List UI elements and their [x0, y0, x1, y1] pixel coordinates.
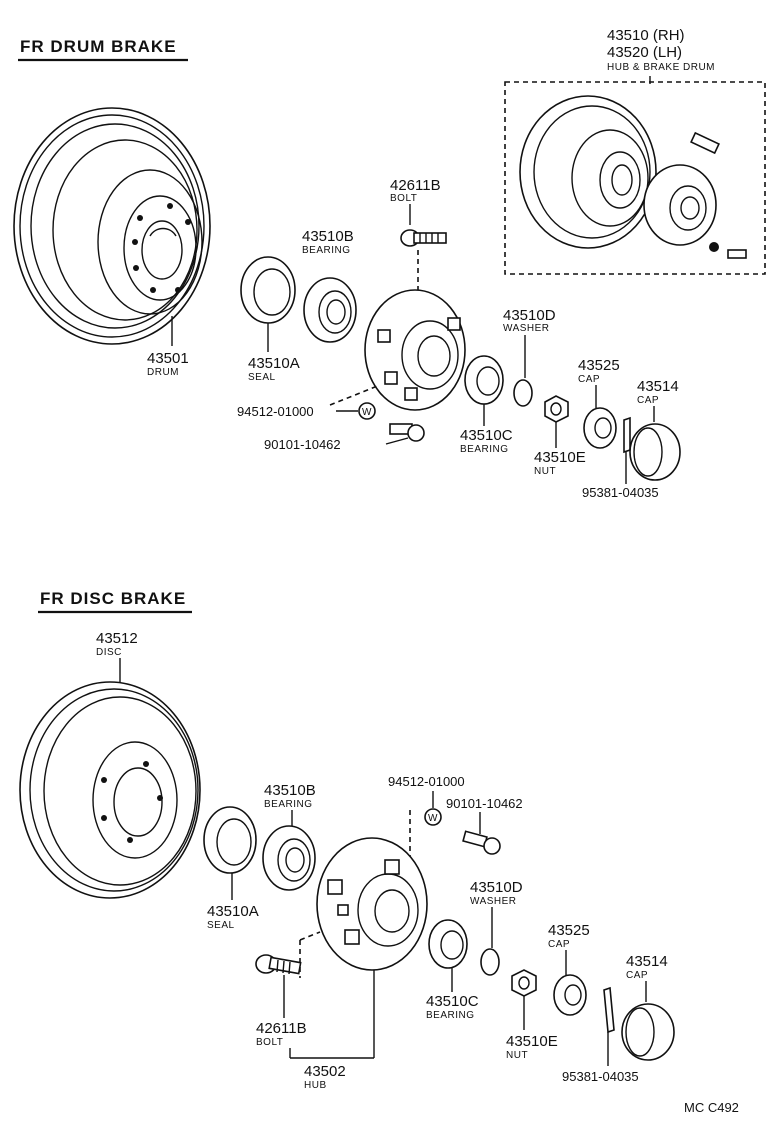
- disc-cap-lock-illustration: [553, 974, 587, 1016]
- disc-washer-illustration: [480, 948, 500, 976]
- disc-bolt-small-part-number: 90101-10462: [446, 796, 523, 811]
- disc-bearing-inner-part-desc: BEARING: [426, 1010, 475, 1021]
- pin-illustration: [623, 416, 631, 454]
- disc-bolt-part-number: 42611B: [256, 1020, 307, 1037]
- cap-lock-part-desc: CAP: [578, 374, 600, 385]
- disc-washer-part-desc: WASHER: [470, 896, 517, 907]
- nut-illustration: [544, 395, 569, 423]
- disc-pin-illustration: [603, 986, 615, 1034]
- disc-section: FR DISC BRAKE 43512 DISC 43510B BEARING: [19, 589, 675, 1091]
- seal-part-number: 43510A: [248, 355, 300, 372]
- disc-hub-part-desc: HUB: [304, 1080, 327, 1091]
- disc-bolt-part-desc: BOLT: [256, 1037, 283, 1048]
- inset-part-rh: 43510 (RH): [607, 27, 685, 44]
- disc-cap-part-desc: CAP: [626, 970, 648, 981]
- bearing-inner-illustration: [464, 355, 504, 405]
- bolt-part-desc: BOLT: [390, 193, 417, 204]
- nut-part-desc: NUT: [534, 466, 556, 477]
- disc-nut-part-number: 43510E: [506, 1033, 558, 1050]
- seal-part-desc: SEAL: [248, 372, 276, 383]
- inset-desc: HUB & BRAKE DRUM: [607, 62, 715, 73]
- cap-part-desc: CAP: [637, 395, 659, 406]
- drum-part-number: 43501: [147, 350, 189, 367]
- seal-illustration: [240, 256, 296, 324]
- bolt-illustration: [400, 229, 447, 247]
- cap-illustration: [629, 423, 681, 481]
- drum-section-title: FR DRUM BRAKE: [20, 37, 177, 56]
- washer-illustration: [513, 379, 533, 407]
- disc-bearing-outer-part-desc: BEARING: [264, 799, 313, 810]
- hub-illustration: [364, 289, 466, 411]
- drum-illustration: [13, 107, 211, 346]
- cap-lock-illustration: [583, 407, 617, 449]
- washer-w-symbol: W: [362, 407, 372, 418]
- washer-w-part-number: 94512-01000: [237, 404, 314, 419]
- disc-section-title: FR DISC BRAKE: [40, 589, 186, 608]
- disc-washer-part-number: 43510D: [470, 879, 523, 896]
- bearing-outer-illustration: [303, 277, 357, 343]
- disc-washer-w-symbol: W: [428, 813, 438, 824]
- disc-bearing-inner-illustration: [428, 919, 468, 969]
- inset-part-lh: 43520 (LH): [607, 44, 682, 61]
- disc-part-number: 43512: [96, 630, 138, 647]
- bearing-inner-part-number: 43510C: [460, 427, 513, 444]
- bolt-small-part-number: 90101-10462: [264, 437, 341, 452]
- disc-bolt-small-illustration: [462, 830, 501, 855]
- drum-section: FR DRUM BRAKE 43501 DRUM 43510 (RH) 4352…: [13, 27, 766, 500]
- bolt-small-illustration: [389, 423, 425, 442]
- disc-washer-w-illustration: [424, 808, 442, 826]
- disc-cap-part-number: 43514: [626, 953, 668, 970]
- disc-seal-part-number: 43510A: [207, 903, 259, 920]
- disc-bearing-outer-illustration: [262, 825, 316, 891]
- disc-pin-part-number: 95381-04035: [562, 1069, 639, 1084]
- cap-part-number: 43514: [637, 378, 679, 395]
- disc-bearing-inner-part-number: 43510C: [426, 993, 479, 1010]
- disc-cap-lock-part-desc: CAP: [548, 939, 570, 950]
- inset-frame: [504, 81, 766, 275]
- inset-hub-drum-illustration: [519, 95, 747, 259]
- disc-bolt-illustration: [255, 954, 302, 975]
- drum-part-desc: DRUM: [147, 367, 179, 378]
- diagram-reference: MC C492: [684, 1100, 739, 1115]
- washer-part-desc: WASHER: [503, 323, 550, 334]
- disc-nut-illustration: [511, 969, 537, 997]
- washer-w-illustration: [358, 402, 376, 420]
- disc-seal-illustration: [203, 806, 257, 874]
- bearing-inner-part-desc: BEARING: [460, 444, 509, 455]
- disc-illustration: [19, 681, 201, 899]
- disc-nut-part-desc: NUT: [506, 1050, 528, 1061]
- disc-washer-w-part-number: 94512-01000: [388, 774, 465, 789]
- disc-seal-part-desc: SEAL: [207, 920, 235, 931]
- bolt-part-number: 42611B: [390, 177, 441, 194]
- disc-hub-illustration: [316, 837, 428, 971]
- bearing-outer-part-desc: BEARING: [302, 245, 351, 256]
- bearing-outer-part-number: 43510B: [302, 228, 354, 245]
- washer-part-number: 43510D: [503, 307, 556, 324]
- nut-part-number: 43510E: [534, 449, 586, 466]
- disc-part-desc: DISC: [96, 647, 122, 658]
- disc-hub-part-number: 43502: [304, 1063, 346, 1080]
- cap-lock-part-number: 43525: [578, 357, 620, 374]
- disc-bearing-outer-part-number: 43510B: [264, 782, 316, 799]
- disc-cap-illustration: [621, 1003, 675, 1061]
- disc-cap-lock-part-number: 43525: [548, 922, 590, 939]
- pin-part-number: 95381-04035: [582, 485, 659, 500]
